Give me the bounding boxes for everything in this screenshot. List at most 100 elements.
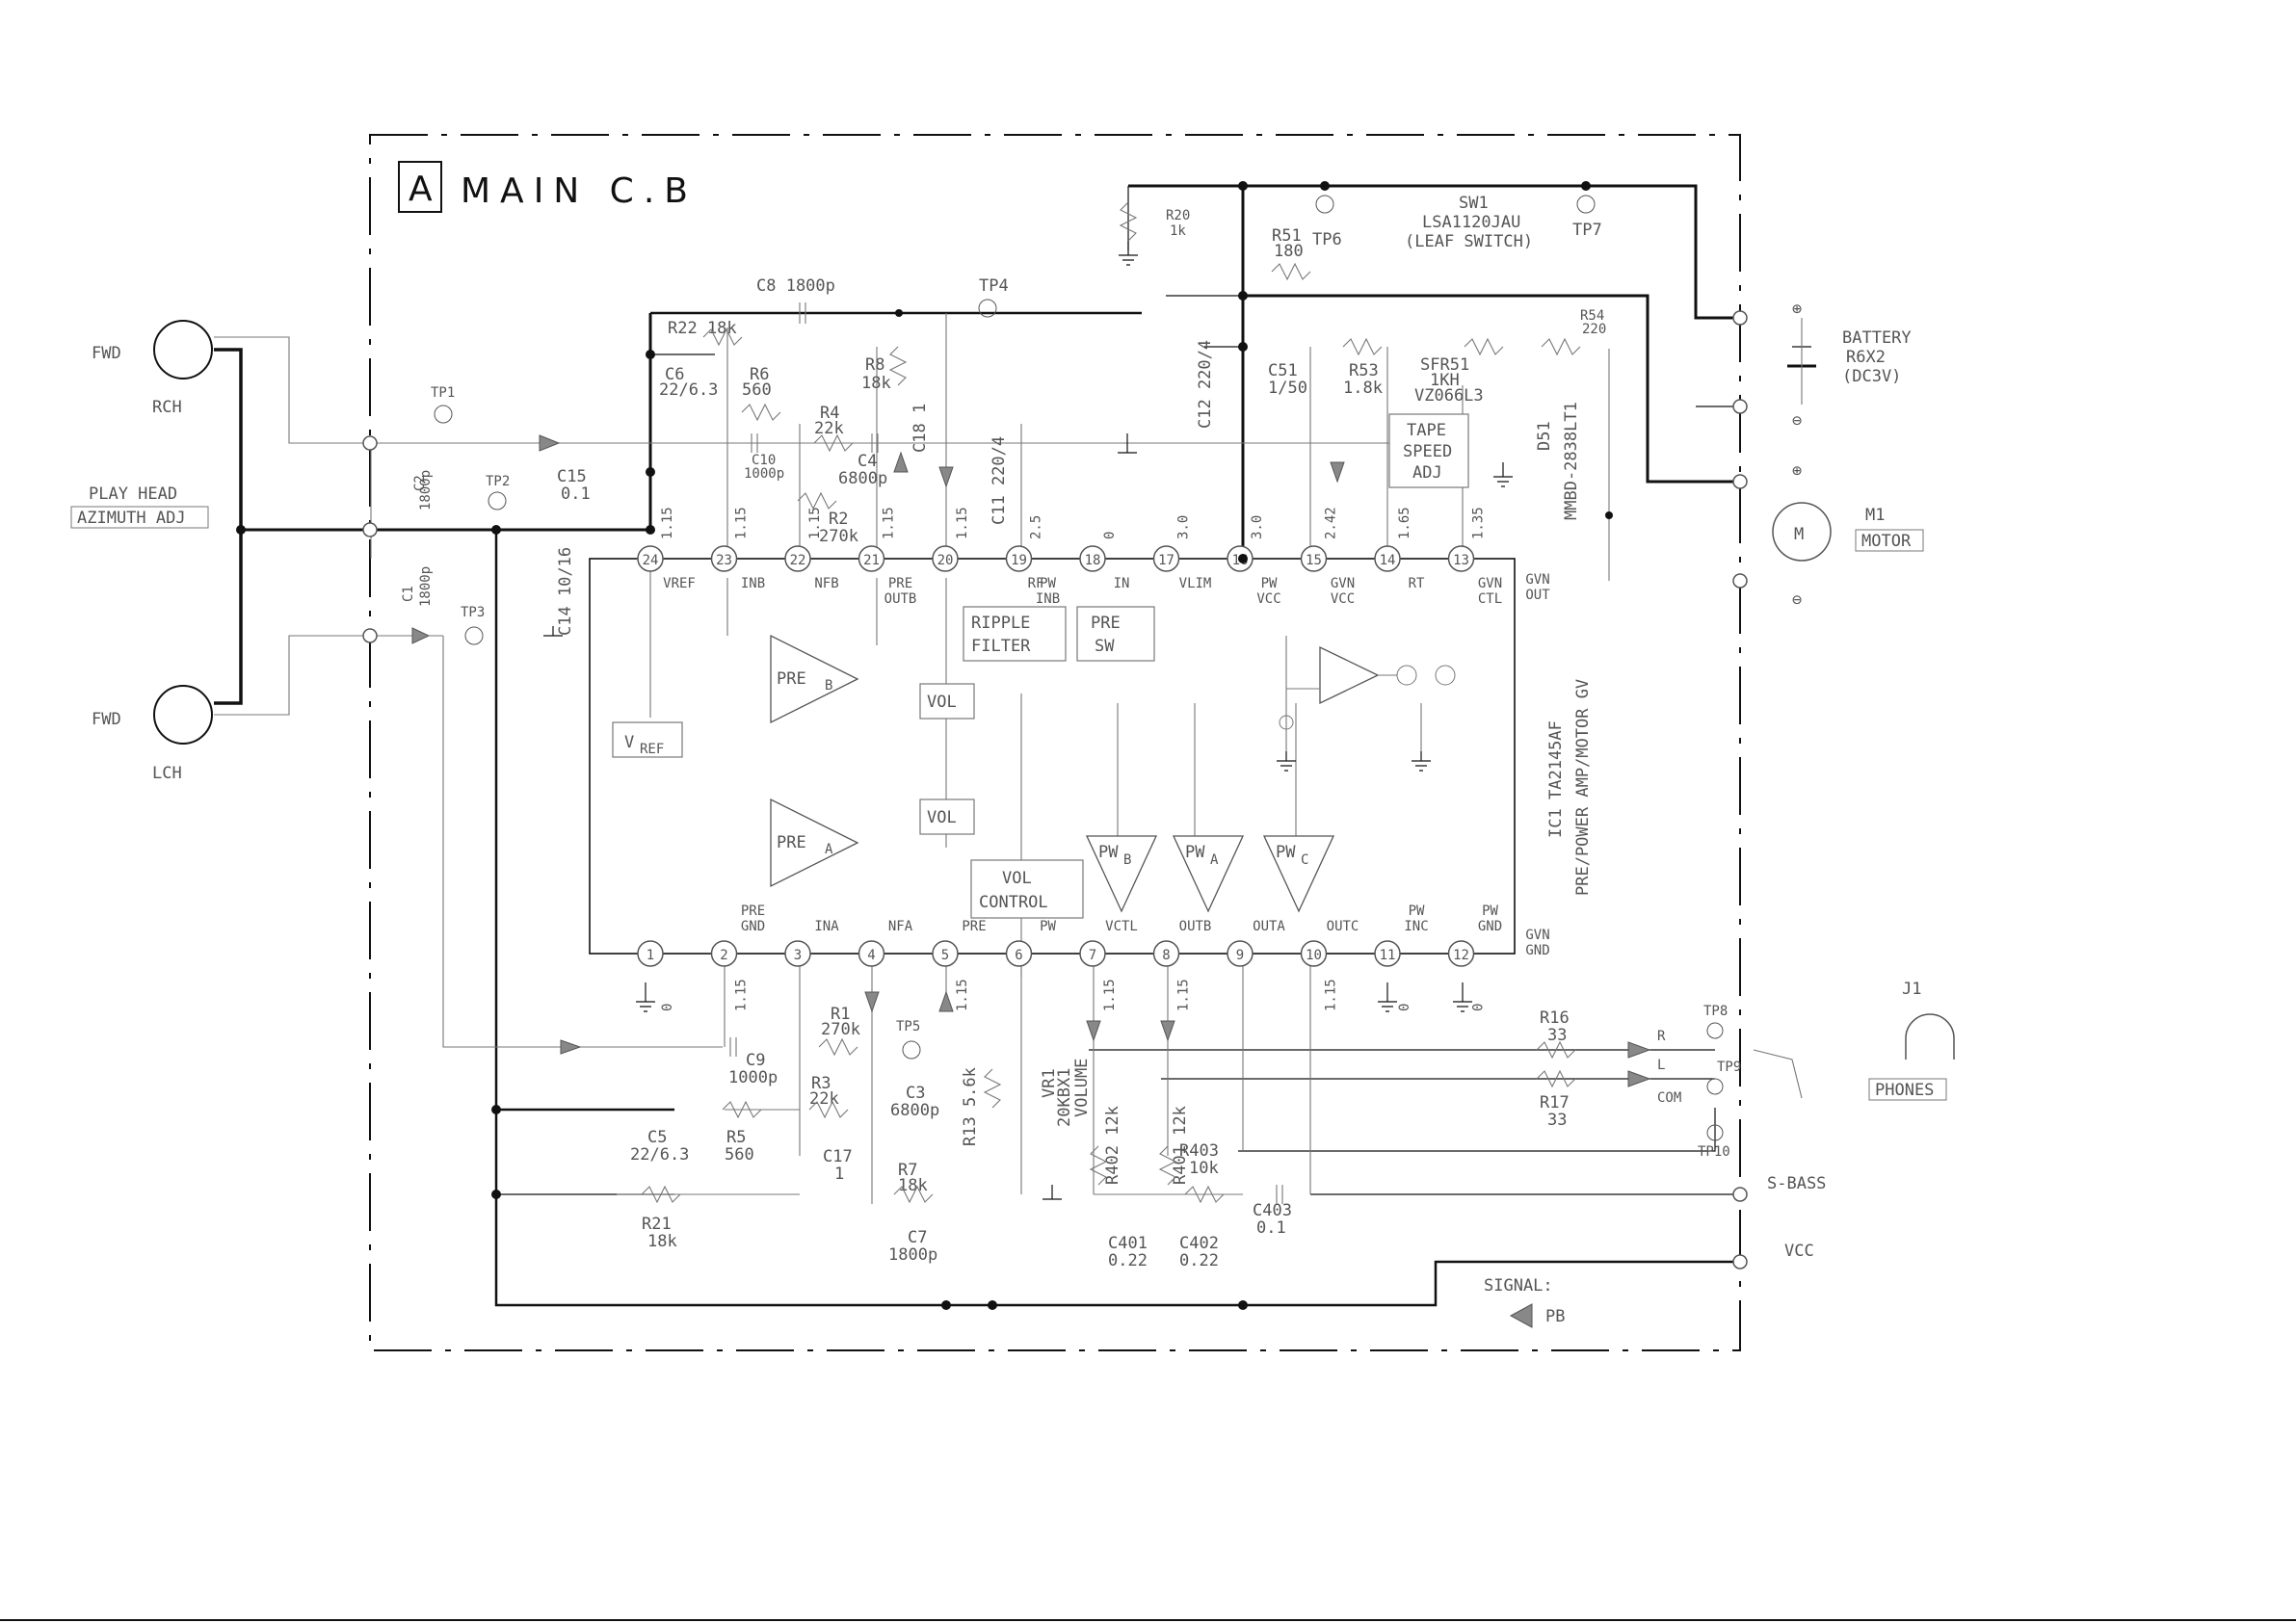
svg-text:LSA1120JAU: LSA1120JAU [1422,213,1520,232]
svg-text:TP3: TP3 [461,605,485,620]
pw-amp-c: PW C [1262,835,1335,913]
svg-text:RCH: RCH [152,398,182,417]
junction-dots [236,181,1613,1310]
svg-text:33: 33 [1547,1026,1567,1045]
pw-amp-b: PW B [1085,835,1158,913]
svg-text:TP2: TP2 [486,474,510,489]
svg-text:R54: R54 [1580,308,1604,324]
svg-text:0.22: 0.22 [1108,1251,1148,1270]
passive-symbols [641,201,1581,1204]
svg-text:10k: 10k [1189,1159,1219,1178]
svg-text:FWD: FWD [92,344,121,363]
pin-number: 17 [1158,553,1174,568]
board-title: A MAIN C.B [398,161,688,213]
svg-text:J1: J1 [1902,980,1921,999]
svg-text:MMBD-2838LT1: MMBD-2838LT1 [1562,402,1581,520]
svg-text:B: B [1123,852,1131,868]
svg-text:PW: PW [1276,843,1296,862]
ripple-filter-block: RIPPLE FILTER [963,606,1067,662]
svg-text:(DC3V): (DC3V) [1842,367,1901,386]
pin-voltage: 0 [1397,1004,1412,1011]
svg-text:R6: R6 [750,365,769,384]
pin-number: 7 [1089,948,1096,963]
svg-text:BATTERY: BATTERY [1842,328,1912,348]
svg-text:RIPPLE: RIPPLE [971,614,1030,633]
pin-label: PW [1040,576,1056,591]
svg-text:R1: R1 [831,1005,850,1024]
pin-label: PW [1482,903,1498,919]
ic-pin-1: 10 [637,940,675,1011]
pin-label: OUTC [1327,919,1359,934]
svg-text:⊖: ⊖ [1792,411,1802,431]
svg-text:1KH: 1KH [1430,371,1460,390]
pin-label: GVN [1331,576,1355,591]
pin-voltage: 1.15 [660,507,675,539]
svg-text:6800p: 6800p [838,469,887,488]
svg-text:VOL: VOL [927,808,957,827]
svg-text:FILTER: FILTER [971,637,1031,656]
pin-number: 3 [794,948,802,963]
ic-pins-top: 24VREF1.1523INB1.1522NFB1.1521PREOUTB1.1… [637,507,1550,958]
pin-label: PRE [962,919,986,934]
ic-label: IC1 TA2145AF PRE/POWER AMP/MOTOR GV [1546,679,1593,896]
pin-extra-label: GND [1525,943,1549,958]
svg-text:R51: R51 [1272,226,1302,246]
svg-text:TP10: TP10 [1698,1144,1730,1160]
pin-voltage: 1.15 [734,507,750,539]
pin-label: OUTA [1253,919,1285,934]
svg-text:AZIMUTH ADJ: AZIMUTH ADJ [77,509,186,528]
svg-text:C15: C15 [557,467,587,486]
pin-voltage: 1.15 [1176,979,1192,1011]
svg-text:R2: R2 [829,510,848,529]
pin-number: 1 [647,948,654,963]
vol-control-block: VOL CONTROL [970,859,1084,919]
pin-number: 24 [643,553,659,568]
pin-label: NFB [814,576,838,591]
svg-text:PLAY HEAD: PLAY HEAD [89,484,177,504]
svg-text:0.1: 0.1 [1256,1218,1286,1238]
pin-label: INB [741,576,765,591]
svg-text:18k: 18k [861,374,891,393]
svg-text:1: 1 [834,1165,844,1184]
svg-text:PW: PW [1185,843,1205,862]
svg-text:R402 12k: R402 12k [1103,1106,1122,1185]
pin-number: 6 [1015,948,1022,963]
svg-text:1.8k: 1.8k [1343,379,1383,398]
svg-text:TP6: TP6 [1312,230,1342,249]
svg-text:560: 560 [725,1145,754,1165]
svg-text:1k: 1k [1170,223,1186,239]
pin-number: 5 [941,948,949,963]
svg-text:6800p: 6800p [890,1101,939,1120]
svg-text:A: A [1210,852,1219,868]
pin-voltage: 1.15 [955,979,970,1011]
svg-text:R16: R16 [1540,1008,1570,1028]
svg-text:R17: R17 [1540,1093,1570,1113]
rch-play-head: FWD RCH [92,320,213,417]
ic-pin-20: 201.15 [932,507,970,572]
svg-text:LCH: LCH [152,764,182,783]
pin-label: INA [814,919,839,934]
svg-text:R53: R53 [1349,361,1379,380]
svg-text:R22 18k: R22 18k [668,319,737,338]
pin-number: 19 [1011,553,1027,568]
pin-number: 14 [1380,553,1396,568]
pin-label: OUTB [884,591,917,607]
pin-voltage: 1.35 [1471,507,1487,539]
svg-text:C8 1800p: C8 1800p [756,276,835,296]
svg-text:R20: R20 [1166,208,1190,223]
svg-text:1800p: 1800p [418,470,434,510]
phones-jack: J1 PHONES R L COM [1657,980,1955,1106]
vref-block: V REF [612,721,683,758]
pin-label: CTL [1478,591,1502,607]
pin-voltage: 1.15 [807,507,823,539]
signal-arrows [411,434,1651,1087]
svg-text:PRE/POWER AMP/MOTOR GV: PRE/POWER AMP/MOTOR GV [1573,679,1593,896]
pin-label: INC [1404,919,1428,934]
ground-symbols [543,241,1513,1200]
pre-amp-b: PRE B [770,634,859,724]
svg-text:M1: M1 [1865,506,1885,525]
